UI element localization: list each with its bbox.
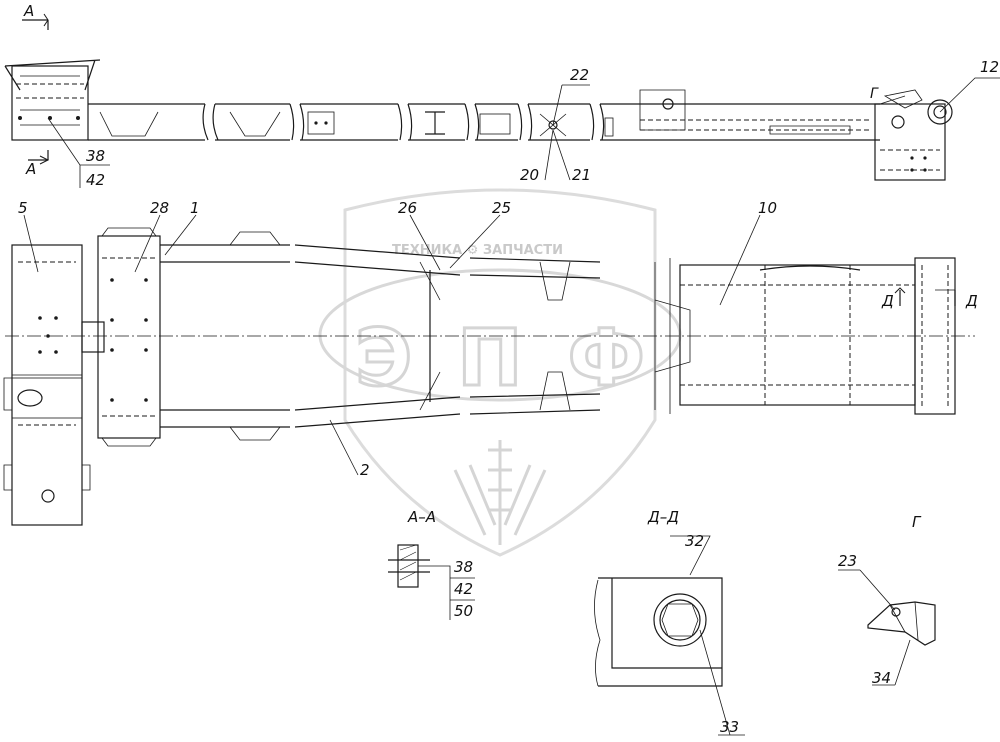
side-view: А А (4, 2, 1000, 189)
callout-42-aa: 42 (454, 580, 473, 598)
callout-1: 1 (190, 199, 200, 217)
watermark: ТЕХНИКА ⚙ ЗАПЧАСТИ ЭПФ (318, 188, 682, 557)
callout-23: 23 (838, 552, 857, 570)
view-g-mark: Г (870, 86, 879, 102)
view-dd-title: Д–Д (647, 508, 679, 526)
callout-38-top: 38 (86, 147, 105, 165)
callout-32: 32 (685, 532, 704, 550)
callout-5: 5 (18, 199, 28, 217)
callout-10: 10 (758, 199, 777, 217)
callout-20: 20 (520, 166, 539, 184)
section-d-label-left: Д (881, 292, 894, 310)
view-a-a: А–А 38 42 50 (388, 508, 475, 620)
callout-2: 2 (360, 461, 370, 479)
callout-21: 21 (572, 166, 591, 184)
watermark-logo: ЭПФ (355, 314, 645, 404)
callout-22: 22 (570, 66, 589, 84)
callout-28: 28 (150, 199, 169, 217)
view-d-d: Д–Д 32 33 (594, 508, 745, 736)
callout-26: 26 (398, 199, 417, 217)
watermark-brand: ТЕХНИКА ⚙ ЗАПЧАСТИ (392, 243, 563, 258)
callout-33: 33 (720, 718, 739, 736)
callout-12: 12 (980, 58, 999, 76)
callout-42-top: 42 (86, 171, 105, 189)
section-d-label-right: Д (965, 292, 978, 310)
view-g: Г 23 34 (838, 513, 936, 687)
section-a-label-bottom: А (25, 160, 36, 178)
callout-38-aa: 38 (454, 558, 473, 576)
view-aa-title: А–А (407, 508, 436, 526)
callout-34: 34 (872, 669, 891, 687)
plan-view: Д Д 5 28 1 26 25 10 2 (3, 199, 978, 526)
section-a-label-top: А (23, 2, 34, 20)
callout-25: 25 (492, 199, 511, 217)
callout-50-aa: 50 (454, 602, 473, 620)
view-g-title: Г (912, 513, 922, 531)
